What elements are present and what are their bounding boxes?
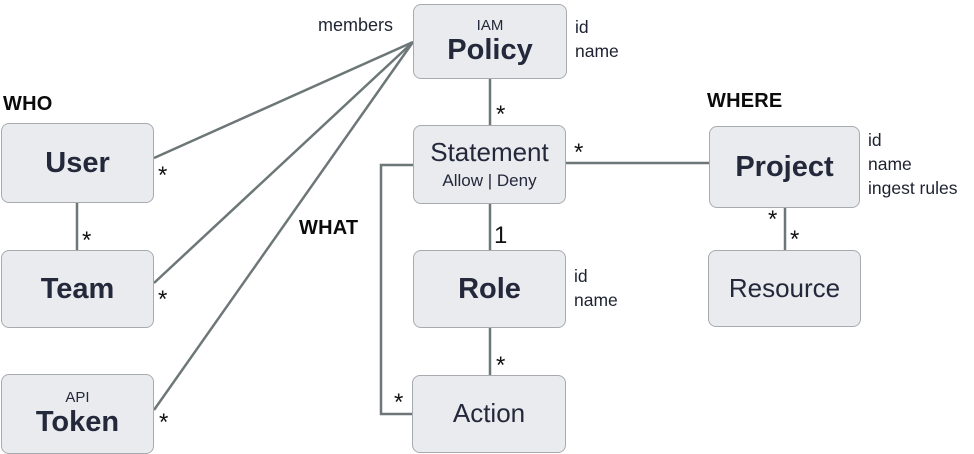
entity-project-name: Project [735, 150, 834, 183]
entity-user-name: User [45, 146, 110, 179]
attribute: id [868, 130, 882, 150]
cardinality-policy-user: * [158, 162, 168, 189]
attribute: name [575, 41, 619, 61]
cardinality-role-action: * [496, 352, 506, 379]
attribute: name [574, 290, 618, 310]
entity-team: Team [1, 250, 154, 328]
attribute: id [574, 266, 588, 286]
section-label-what: WHAT [299, 217, 359, 239]
cardinality-project-resource-a: * [768, 206, 778, 233]
entity-policy-kicker: IAM [476, 16, 504, 34]
entity-resource-name: Resource [728, 272, 841, 303]
entity-policy-name: Policy [447, 33, 533, 66]
entity-role-name: Role [458, 272, 521, 305]
edge-team-policy [153, 41, 414, 284]
section-label-where: WHERE [707, 90, 783, 112]
entity-token: API Token [1, 374, 154, 454]
section-label-who: WHO [3, 93, 53, 115]
entity-policy: IAM Policy [413, 4, 567, 79]
entity-token-name: Token [35, 406, 120, 439]
attribute: name [868, 154, 912, 174]
entity-project-attributes: id name ingest rules [868, 128, 958, 200]
edge-label-members: members [318, 15, 394, 35]
entity-role-attributes: id name [574, 264, 618, 312]
entity-statement-name: Statement [430, 137, 549, 168]
entity-role: Role [413, 250, 566, 328]
entity-statement: Statement Allow | Deny [413, 125, 566, 204]
cardinality-policy-statement: * [496, 101, 506, 128]
edge-user-policy [153, 40, 414, 160]
entity-statement-subtitle: Allow | Deny [442, 170, 537, 190]
cardinality-statement-role: 1 [494, 222, 508, 249]
cardinality-project-resource-b: * [790, 226, 800, 253]
cardinality-policy-token: * [159, 409, 169, 436]
attribute: ingest rules [868, 178, 958, 198]
entity-resource: Resource [708, 250, 861, 327]
entity-team-name: Team [40, 272, 115, 305]
attribute: id [575, 17, 589, 37]
entity-action: Action [412, 375, 566, 453]
entity-policy-attributes: id name [575, 15, 619, 63]
entity-project: Project [709, 126, 860, 208]
cardinality-statement-action: * [394, 389, 404, 416]
entity-action-name: Action [452, 398, 526, 429]
entity-user: User [1, 123, 154, 203]
edge-token-policy [152, 41, 415, 411]
cardinality-user-team: * [82, 227, 92, 254]
cardinality-statement-project: * [574, 139, 584, 166]
entity-token-kicker: API [65, 389, 90, 407]
cardinality-policy-team: * [158, 286, 168, 313]
edge-statement-action [379, 163, 413, 416]
